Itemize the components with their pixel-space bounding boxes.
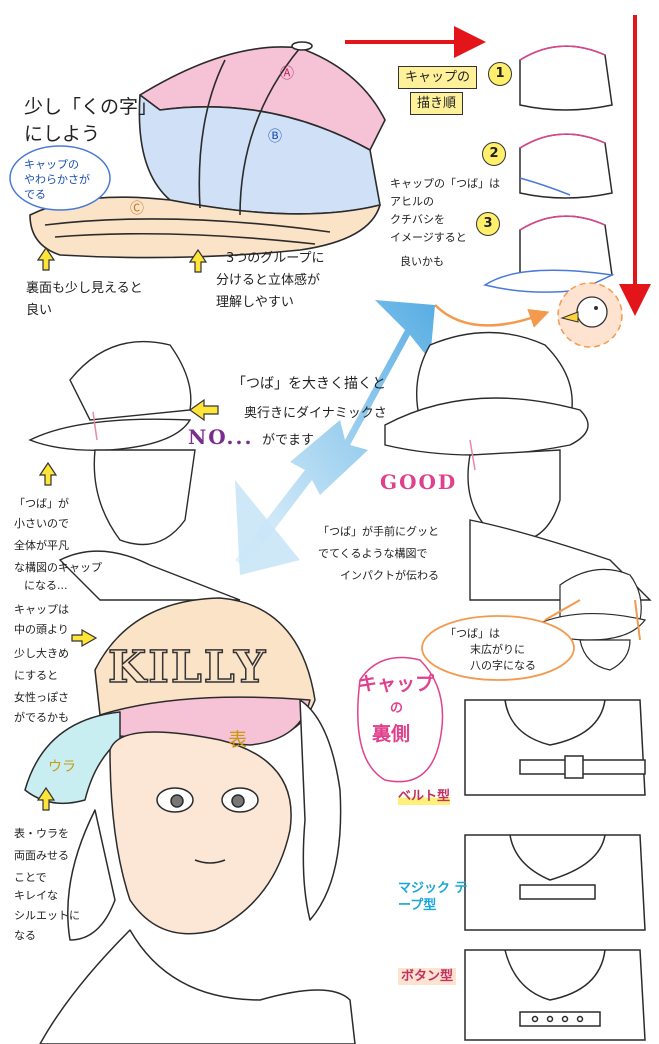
- girl-note-top-line2: 中の頭より: [14, 623, 69, 636]
- girl-note-top-line5: 女性っぽさ: [14, 691, 69, 704]
- left-note-line2: 小さいので: [14, 517, 69, 530]
- back-title-line2: の: [390, 701, 404, 716]
- cap-back-views: [464, 699, 646, 1041]
- orange-arrow: [434, 304, 550, 328]
- duck-illustration: [557, 282, 623, 348]
- right-note-line2: でてくるような構図で: [318, 547, 428, 560]
- back-title-line1: キャップ: [358, 673, 435, 695]
- note-back-line2: 良い: [26, 303, 53, 318]
- order-title-2: 描き順: [410, 92, 464, 115]
- bubble-hachi-line3: 八の字になる: [470, 659, 536, 672]
- top-caption-line1: 少し「くの字」: [24, 96, 158, 118]
- cap-label-c: Ⓒ: [130, 201, 144, 217]
- brim-note-line2: アヒルの: [390, 195, 434, 208]
- note-groups-line3: 理解しやすい: [216, 295, 294, 310]
- blue-double-arrow: [235, 300, 435, 568]
- girl-illustration: [24, 597, 356, 1044]
- order-title-1: キャップの: [398, 66, 478, 89]
- right-note-line3: インパクトが伝わる: [340, 569, 439, 582]
- center-note-line3: がでます: [262, 433, 315, 448]
- type-magic-tape: マジック テープ型: [398, 881, 468, 913]
- girl-note-top-line1: キャップは: [14, 603, 69, 616]
- visor-back-label: ウラ: [48, 759, 76, 775]
- girl-note-bottom-line6: なる: [14, 929, 36, 942]
- step-3-badge: 3: [476, 212, 500, 236]
- back-title-blob: [357, 656, 444, 783]
- brim-note-line5: 良いかも: [400, 255, 444, 268]
- cap-label-a: Ⓐ: [280, 66, 294, 82]
- back-title-line3: 裏側: [372, 723, 411, 745]
- right-note-line1: 「つば」が手前にグッと: [318, 525, 439, 538]
- girl-note-top-line6: がでるかも: [14, 711, 69, 724]
- brim-note-line3: クチバシを: [390, 213, 445, 226]
- girl-note-top-line4: にすると: [14, 669, 59, 682]
- boy-left-illustration: [28, 340, 241, 601]
- girl-note-bottom-line1: 表・ウラを: [14, 827, 69, 840]
- bubble-soft-line3: でる: [24, 188, 46, 201]
- girl-note-bottom-line5: シルエットに: [14, 909, 80, 922]
- note-groups-line1: 3つのグループに: [226, 251, 325, 266]
- girl-note-bottom-line2: 両面みせる: [14, 849, 69, 862]
- left-note-line1: 「つば」が: [14, 497, 69, 510]
- yellow-pointers: [36, 246, 219, 811]
- step-1-badge: 1: [488, 62, 512, 86]
- bubble-soft-outline: [9, 145, 111, 211]
- note-back-line1: 裏面も少し見えると: [26, 281, 143, 296]
- girl-note-bottom-line4: キレイな: [14, 889, 58, 902]
- girl-note-bottom-line3: ことで: [14, 871, 47, 884]
- bubble-soft-line2: やわらかさが: [24, 173, 90, 186]
- bubble-hachi-outline: [421, 615, 575, 681]
- brim-note-line4: イメージすると: [390, 231, 467, 244]
- girl-note-top-line3: 少し大きめ: [14, 647, 69, 660]
- visor-front-label: 表: [228, 729, 248, 751]
- brim-note-line1: キャップの「つば」は: [390, 177, 500, 190]
- type-button: ボタン型: [398, 968, 457, 985]
- boy-right-illustration: [384, 331, 652, 601]
- center-note-line2: 奥行きにダイナミックさ: [244, 406, 387, 421]
- cap-logo-text: KILLY: [107, 641, 268, 694]
- no-label: NO...: [188, 425, 254, 449]
- step-caps: [483, 45, 615, 293]
- cap-label-b: Ⓑ: [268, 129, 282, 145]
- cap-illustration-main: [29, 41, 386, 259]
- left-note-line3: 全体が平凡: [14, 539, 69, 552]
- note-groups-line2: 分けると立体感が: [216, 273, 321, 288]
- center-note-line1: 「つば」を大きく描くと: [232, 376, 386, 392]
- left-note-line4: な構図のキャップ: [14, 561, 102, 574]
- left-note-line5: になる...: [24, 579, 68, 592]
- bubble-hachi-line1: 「つば」は: [445, 627, 500, 640]
- type-belt: ベルト型: [398, 788, 451, 805]
- top-caption-line2: にしよう: [24, 123, 101, 145]
- good-label: GOOD: [380, 470, 458, 494]
- bubble-soft-line1: キャップの: [24, 158, 79, 171]
- step-2-badge: 2: [482, 142, 506, 166]
- bubble-hachi-line2: 末広がりに: [470, 643, 525, 656]
